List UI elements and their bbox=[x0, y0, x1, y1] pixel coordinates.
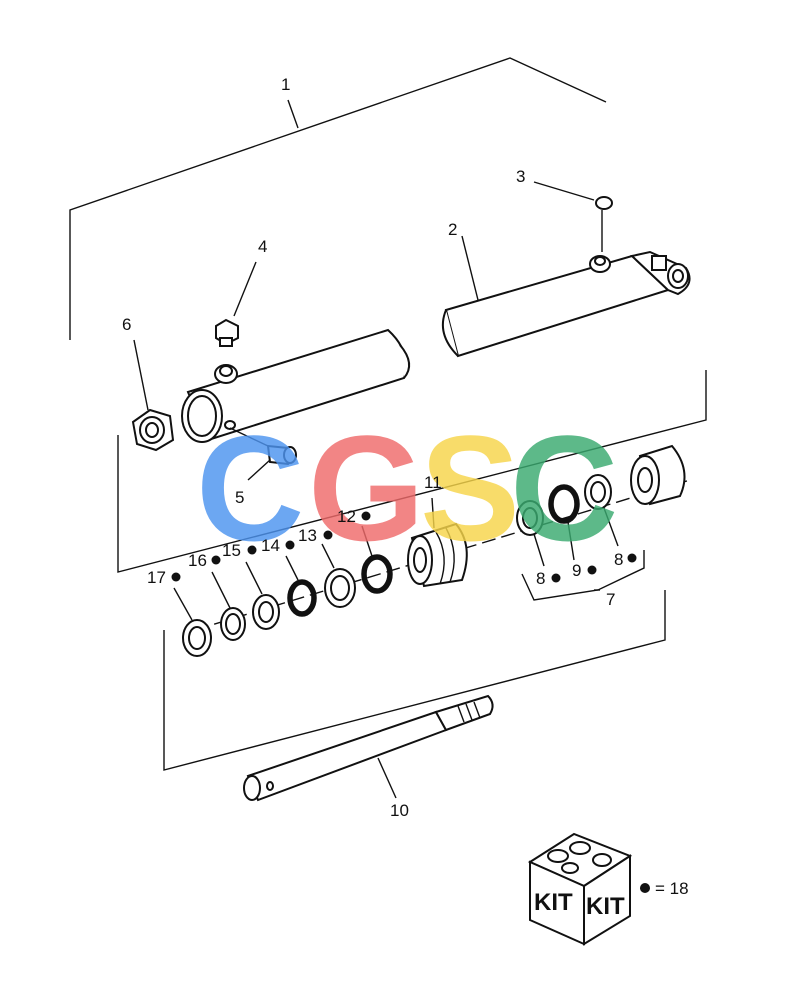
callout-8-right: 8 bbox=[614, 550, 623, 569]
callout-2: 2 bbox=[448, 220, 457, 239]
callout-10: 10 bbox=[390, 801, 409, 820]
kit-legend-text: = 18 bbox=[655, 879, 689, 898]
watermark-letter-g: G bbox=[308, 404, 425, 572]
fitting-bolt-part-4 bbox=[215, 261, 257, 347]
gland-bushing bbox=[630, 444, 686, 506]
callout-5: 5 bbox=[235, 488, 244, 507]
callout-12: 12 bbox=[337, 507, 356, 526]
kit-dot-12 bbox=[361, 511, 371, 521]
callout-8-left: 8 bbox=[536, 569, 545, 588]
callout-13: 13 bbox=[298, 526, 317, 545]
washer-part-15 bbox=[245, 561, 280, 630]
kit-label-left: KIT bbox=[534, 889, 573, 916]
cylinder-barrel-part-1 bbox=[181, 328, 411, 443]
kit-legend: = 18 bbox=[640, 879, 689, 898]
kit-dot-16 bbox=[211, 555, 221, 565]
cgsc-watermark: C G S C bbox=[196, 404, 618, 572]
callout-14: 14 bbox=[261, 536, 280, 555]
callout-3: 3 bbox=[516, 167, 525, 186]
kit-dot-13 bbox=[323, 530, 333, 540]
washer-part-8-right bbox=[584, 474, 619, 547]
washer-part-8-left bbox=[516, 500, 545, 567]
kit-marker-dots bbox=[171, 511, 637, 583]
kit-dot-8-right bbox=[627, 553, 637, 563]
grease-nipple-part-3 bbox=[533, 181, 613, 252]
washer-part-13 bbox=[321, 543, 356, 608]
callout-9: 9 bbox=[572, 561, 581, 580]
kit-dot-14 bbox=[285, 540, 295, 550]
kit-dot-15 bbox=[247, 545, 257, 555]
cylinder-tube-part-2 bbox=[442, 235, 691, 358]
piston-rod-part-10 bbox=[243, 694, 494, 802]
kit-dot-9 bbox=[587, 565, 597, 575]
callout-11: 11 bbox=[424, 473, 442, 492]
piston-part-11 bbox=[407, 497, 468, 588]
leader-part-6 bbox=[133, 339, 149, 411]
callouts: 1 2 3 4 5 6 7 8 9 8 10 11 12 13 14 15 16… bbox=[122, 75, 623, 820]
kit-box-icon: KIT KIT bbox=[527, 832, 633, 946]
kit-dot-17 bbox=[171, 572, 181, 582]
callout-7: 7 bbox=[606, 590, 615, 609]
callout-17: 17 bbox=[147, 568, 166, 587]
washer-part-17 bbox=[173, 587, 212, 657]
kit-label-right: KIT bbox=[586, 893, 625, 920]
kit-legend-dot bbox=[640, 883, 650, 893]
ring-part-16 bbox=[211, 571, 246, 641]
watermark-letter-s: S bbox=[420, 404, 520, 572]
watermark-letter-c2: C bbox=[510, 404, 618, 572]
callout-16: 16 bbox=[188, 551, 207, 570]
callout-6: 6 bbox=[122, 315, 131, 334]
assembly-bracket-1 bbox=[69, 57, 607, 340]
o-ring-part-12 bbox=[361, 525, 393, 594]
seal-kit-bracket bbox=[117, 370, 707, 771]
gland-nut-part-6 bbox=[131, 408, 175, 452]
kit-dot-8-left bbox=[551, 573, 561, 583]
callout-15: 15 bbox=[222, 541, 241, 560]
seal-part-9 bbox=[548, 484, 580, 561]
part-7-bracket bbox=[521, 550, 645, 601]
set-screw-part-5 bbox=[229, 427, 297, 481]
o-ring-part-14 bbox=[285, 555, 317, 617]
callout-4: 4 bbox=[258, 237, 267, 256]
callout-1: 1 bbox=[281, 75, 290, 94]
